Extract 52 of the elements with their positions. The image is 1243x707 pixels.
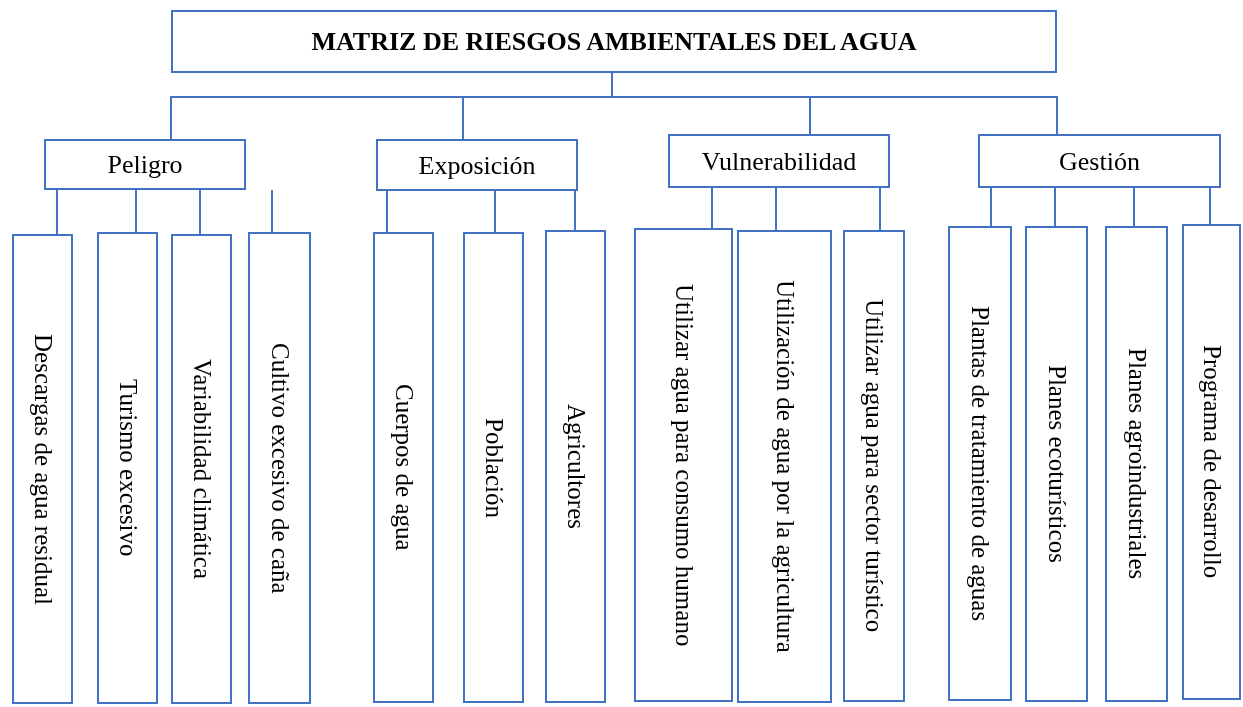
item-label: Cuerpos de agua xyxy=(389,384,418,551)
connector-line xyxy=(135,189,137,233)
category-label: Vulnerabilidad xyxy=(701,145,857,178)
item-box xyxy=(1105,226,1168,702)
title-box xyxy=(171,10,1057,73)
item-label: Agricultores xyxy=(561,404,590,529)
title-text: MATRIZ DE RIESGOS AMBIENTALES DEL AGUA xyxy=(311,26,917,58)
connector-line xyxy=(494,190,496,233)
item-box xyxy=(171,234,232,704)
category-label: Gestión xyxy=(1059,145,1140,178)
item-box xyxy=(1025,226,1088,702)
category-box xyxy=(668,134,890,188)
item-label: Cultivo excesivo de caña xyxy=(265,342,294,594)
category-label: Peligro xyxy=(107,149,183,181)
item-label: Población xyxy=(479,417,508,518)
connector-line xyxy=(574,190,576,231)
item-box xyxy=(948,226,1012,701)
category-label: Exposición xyxy=(418,149,536,182)
connector-line xyxy=(199,189,201,235)
item-label: Planes agroindustriales xyxy=(1122,348,1151,580)
category-box xyxy=(376,139,578,191)
item-label: Utilizar agua para consumo humano xyxy=(669,283,698,647)
connector-line xyxy=(990,187,992,227)
connector-line xyxy=(1209,187,1211,225)
item-label: Descargas de agua residual xyxy=(28,333,57,605)
item-label: Utilizar agua para sector turístico xyxy=(860,299,889,633)
item-box xyxy=(248,232,311,704)
connector-line xyxy=(56,189,58,235)
item-box xyxy=(463,232,524,703)
connector-line xyxy=(271,189,273,233)
item-box xyxy=(1182,224,1241,700)
item-label: Utilización de agua por la agricultura xyxy=(770,280,799,653)
connector-line xyxy=(1133,187,1135,227)
connector-line xyxy=(1054,187,1056,227)
item-box xyxy=(12,234,73,704)
item-box xyxy=(843,230,905,702)
item-label: Turismo excesivo xyxy=(113,379,142,557)
item-label: Plantas de tratamiento de aguas xyxy=(966,305,995,622)
item-label: Programa de desarrollo xyxy=(1197,345,1226,579)
item-box xyxy=(545,230,606,703)
item-label: Variabilidad climática xyxy=(187,358,216,579)
connector-line xyxy=(775,187,777,231)
item-box xyxy=(97,232,158,704)
item-box xyxy=(737,230,832,703)
item-box xyxy=(634,228,733,702)
category-box xyxy=(44,139,246,190)
connector-line xyxy=(711,187,713,229)
category-box xyxy=(978,134,1221,188)
item-box xyxy=(373,232,434,703)
item-label: Planes ecoturísticos xyxy=(1042,365,1071,563)
connector-line xyxy=(879,187,881,231)
connector-line xyxy=(386,190,388,233)
